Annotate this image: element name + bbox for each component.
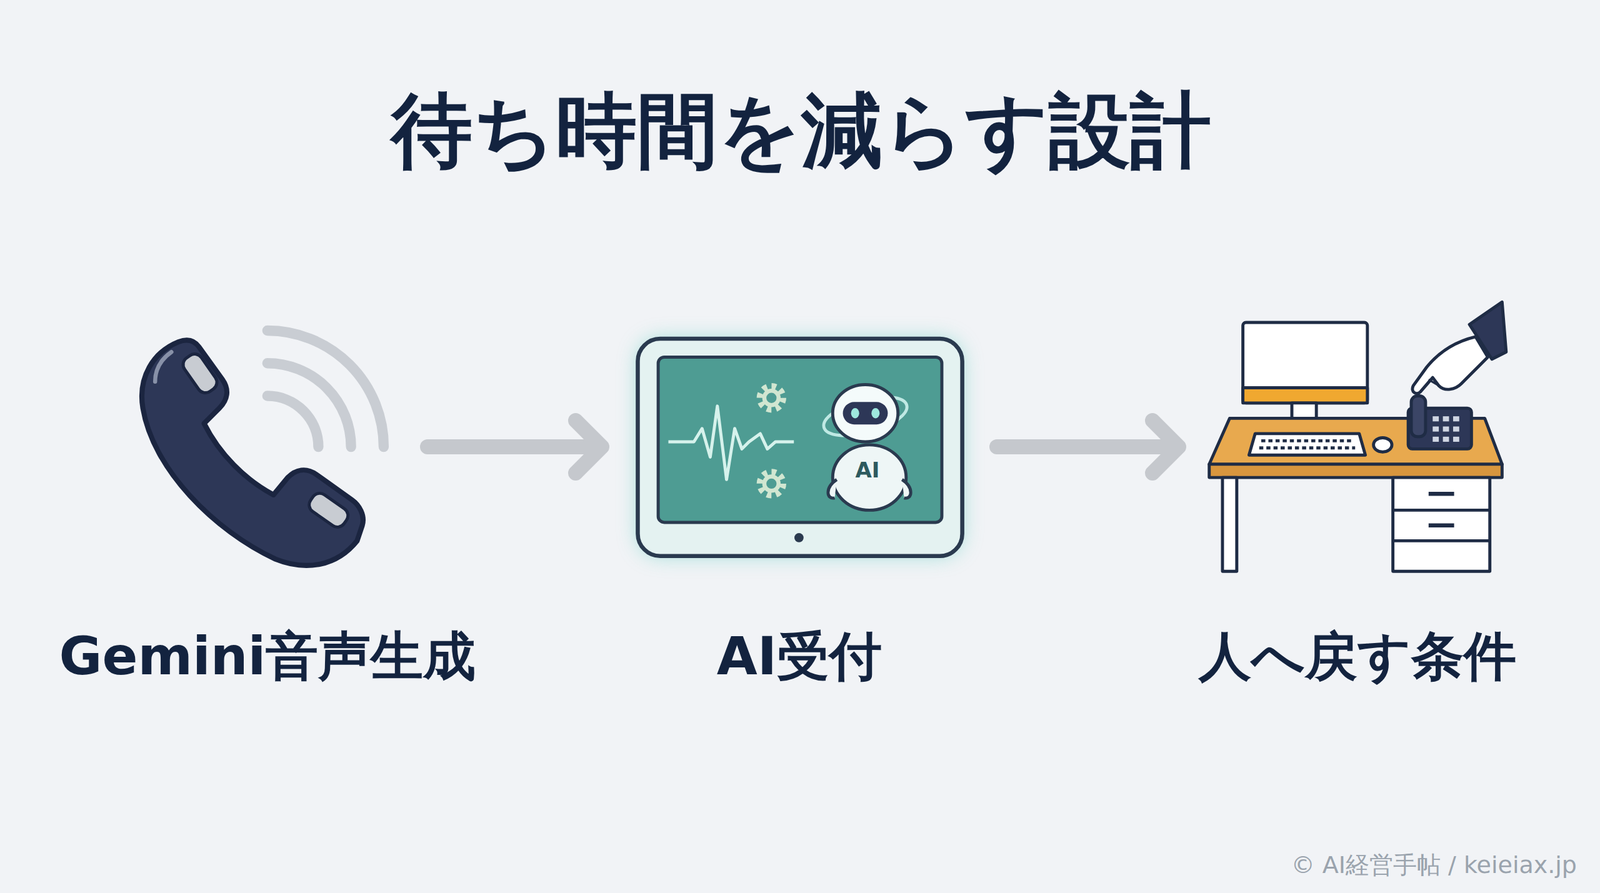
flow-arrow	[996, 420, 1179, 474]
arrow-head	[575, 420, 602, 474]
icon-area	[630, 281, 969, 613]
step-label: 人へ戻す条件	[1198, 625, 1517, 689]
arrow-shaft	[996, 439, 1173, 455]
tablet-icon	[637, 338, 962, 557]
step-item: 人へ戻す条件	[1198, 281, 1517, 689]
icon-area	[1207, 281, 1508, 613]
icon-area	[136, 281, 399, 613]
flow-arrow	[427, 420, 602, 474]
step-label: Gemini音声生成	[59, 625, 477, 689]
step-label: AI受付	[716, 625, 882, 689]
arrow-head	[1152, 420, 1179, 474]
arrow-shaft	[427, 439, 596, 455]
desk-icon	[1209, 301, 1507, 572]
step-item: AI受付	[630, 281, 969, 689]
phone-icon	[141, 330, 384, 566]
title: 待ち時間を減らす設計	[391, 81, 1212, 180]
step-item: Gemini音声生成	[59, 281, 477, 689]
watermark: © AI経営手帖 / keieiax.jp	[1291, 851, 1577, 880]
robot-badge: AI	[855, 457, 880, 484]
